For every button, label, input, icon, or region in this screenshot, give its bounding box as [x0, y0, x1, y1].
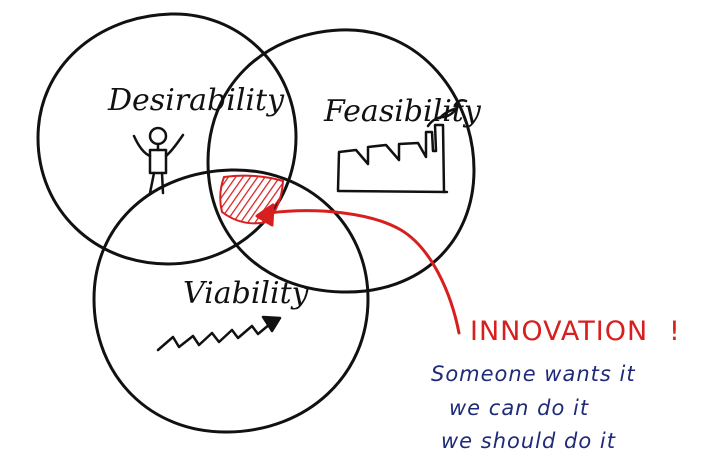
person-icon — [132, 126, 185, 195]
viability-label: Viability — [183, 276, 310, 311]
feasibility-circle — [206, 28, 476, 294]
growth-arrow-icon — [156, 315, 282, 352]
callout-line-3: we should do it — [441, 429, 616, 453]
viability-circle — [92, 168, 370, 434]
callout-arrow — [255, 203, 461, 335]
innovation-exclamation: ! — [669, 316, 681, 347]
callout-line-2: we can do it — [449, 396, 589, 420]
feasibility-label: Feasibility — [323, 94, 482, 129]
innovation-title: INNOVATION — [470, 316, 648, 347]
factory-icon — [336, 98, 468, 194]
callout-line-1: Someone wants it — [431, 362, 636, 386]
desirability-circle — [36, 12, 298, 266]
desirability-label: Desirability — [107, 83, 285, 118]
